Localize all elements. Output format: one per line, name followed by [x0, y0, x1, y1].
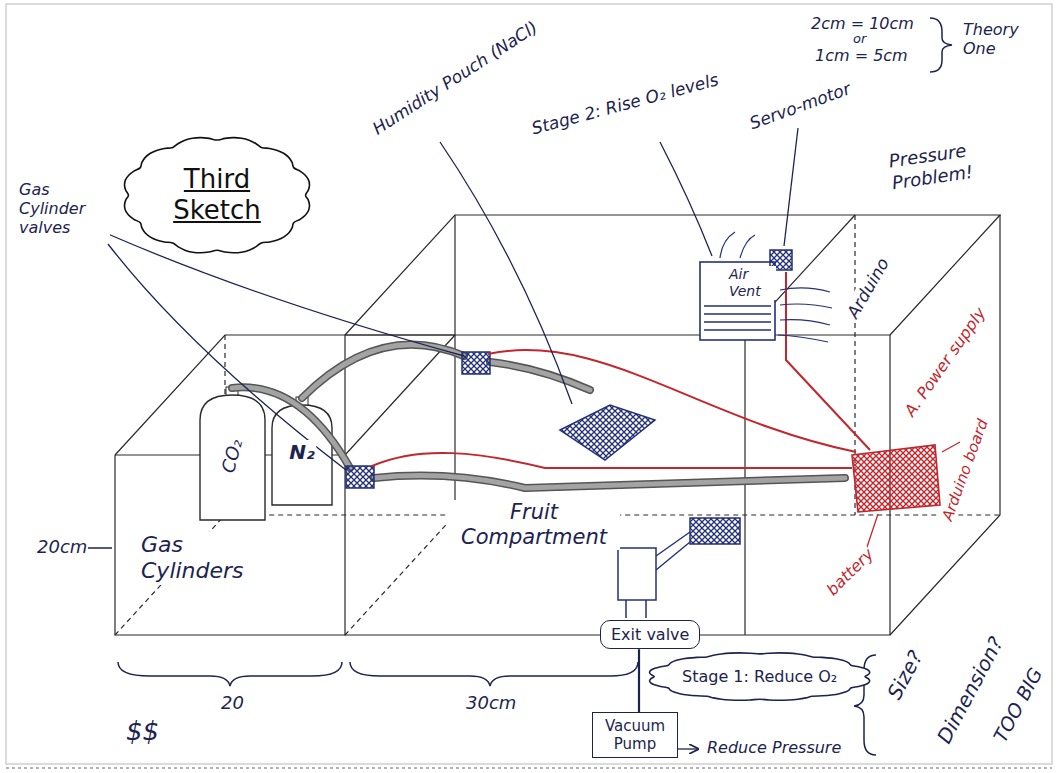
- scale-note: 1cm = 5cm: [814, 46, 909, 65]
- stage-cloud: Stage 1: Reduce O₂: [668, 658, 851, 695]
- arduino-board: [852, 445, 940, 512]
- air-stroke: [720, 232, 755, 258]
- main-side-face: [890, 215, 1000, 635]
- co2-cylinder: [200, 395, 265, 520]
- exit-valve-part: [690, 518, 740, 544]
- dimension-brace: [350, 662, 638, 686]
- leader-line: [942, 442, 960, 452]
- vent-slats: [704, 306, 771, 330]
- theory-note: Theory One: [962, 20, 1036, 58]
- valve-housing: [618, 548, 656, 600]
- air-stroke: [778, 288, 832, 342]
- effect-note: Reduce Pressure: [706, 738, 842, 757]
- scale-note: or: [852, 31, 867, 47]
- hidden-edge: [345, 515, 1000, 635]
- air-vent: [700, 262, 775, 340]
- red-wires: [372, 272, 870, 468]
- dimension-brace: [118, 662, 342, 686]
- cost-note: $$: [125, 716, 160, 747]
- leader-line: [440, 142, 572, 404]
- page-frame: [6, 4, 1052, 764]
- leader-line: [784, 128, 798, 246]
- section-label: Gas Cylinders: [140, 532, 267, 585]
- leader-line: [660, 142, 712, 256]
- dimension-label: 30cm: [465, 692, 517, 714]
- humidity-pouch: [560, 405, 655, 460]
- section-label: Fruit Compartment: [448, 500, 620, 550]
- node-text: Exit valve: [611, 625, 689, 644]
- valve-pipe: [626, 600, 646, 618]
- hidden-edge: [115, 335, 455, 635]
- leader-line: [866, 514, 878, 550]
- cloud-path: [125, 138, 310, 253]
- leader-lines: [108, 128, 960, 749]
- gas-valve: [462, 352, 490, 374]
- dimension-label: 20: [220, 692, 245, 714]
- n2-cylinder: [272, 405, 332, 505]
- dimension-tick: [88, 547, 112, 549]
- part-label: Air Vent: [728, 266, 776, 300]
- part-label: Gas Cylinder valves: [18, 180, 110, 238]
- node-text: Third Sketch: [162, 164, 272, 226]
- valve-box: Exit valve: [600, 620, 700, 649]
- dimension-label: 20cm: [36, 536, 88, 558]
- wire: [488, 350, 856, 452]
- title-cloud: Third Sketch: [140, 150, 294, 240]
- valve-pipe: [656, 532, 690, 570]
- page-edge: [6, 767, 1052, 769]
- node-text: Stage 1: Reduce O₂: [682, 667, 837, 686]
- back-edge: [454, 215, 455, 515]
- pump-box: Vacuum Pump: [592, 712, 678, 758]
- gas-valve: [346, 466, 374, 488]
- cloud-path: [650, 653, 870, 700]
- curly-brace: [930, 18, 952, 72]
- node-text: Vacuum Pump: [600, 717, 670, 753]
- leader-line: [108, 234, 464, 356]
- air-flow: [720, 232, 832, 342]
- gas-label: N₂: [288, 440, 316, 464]
- main-top-face: [345, 215, 1000, 335]
- box-wireframe: [115, 215, 1000, 635]
- pipe-connector: [638, 649, 640, 712]
